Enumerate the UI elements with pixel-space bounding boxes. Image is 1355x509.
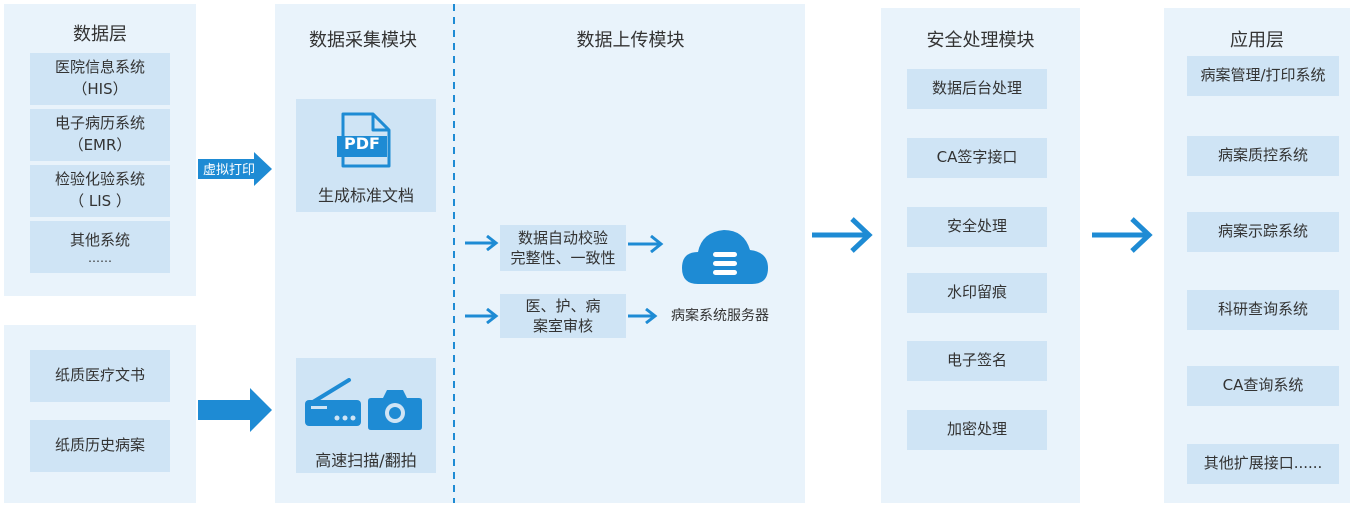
app-item-label: CA查询系统 (1222, 376, 1304, 395)
app-item: 病案质控系统 (1187, 136, 1339, 176)
app-item: CA查询系统 (1187, 366, 1339, 406)
security-item: 水印留痕 (907, 273, 1047, 313)
cloud-server-icon (682, 230, 768, 284)
data-layer-title: 数据层 (73, 24, 127, 45)
auto-verify-box: 数据自动校验 完整性、一致性 (500, 225, 626, 271)
security-item-label: 水印留痕 (946, 283, 1007, 302)
security-item: 电子签名 (907, 341, 1047, 381)
security-item: 数据后台处理 (907, 69, 1047, 109)
verify-line1: 数据自动校验 (517, 228, 608, 247)
paper-label: 纸质医疗文书 (54, 366, 145, 385)
app-item: 科研查询系统 (1187, 290, 1339, 330)
security-item: 安全处理 (907, 207, 1047, 247)
pdf-icon (337, 112, 391, 168)
paper-arrow (198, 388, 272, 432)
to-security-arrow (812, 217, 873, 253)
system-name: 检验化验系统 (54, 170, 145, 189)
app-item-label: 病案示踪系统 (1217, 222, 1308, 241)
server-label: 病案系统服务器 (671, 308, 769, 324)
verify-in-arrow (465, 235, 499, 251)
app-item-label: 病案质控系统 (1217, 146, 1308, 165)
security-item-label: 电子签名 (946, 351, 1007, 370)
system-sub: …… (88, 250, 112, 265)
security-module-title: 安全处理模块 (926, 30, 1035, 51)
security-item-label: 安全处理 (946, 217, 1007, 236)
app-item-label: 其他扩展接口...... (1203, 454, 1323, 473)
camera-icon (368, 390, 422, 430)
virtual-print-label: 虚拟打印 (202, 163, 255, 178)
scan-label: 高速扫描/翻拍 (315, 451, 417, 470)
app-item: 病案示踪系统 (1187, 212, 1339, 252)
verify-out-arrow (628, 235, 664, 253)
verify-line2: 完整性、一致性 (510, 249, 616, 267)
app-item: 病案管理/打印系统 (1187, 56, 1339, 96)
system-sub: （ LIS ） (69, 192, 131, 210)
system-lis: 检验化验系统 （ LIS ） (30, 165, 170, 217)
pdf-text: PDF (344, 134, 380, 153)
scanner-icon (305, 378, 361, 426)
system-emr: 电子病历系统 （EMR） (30, 109, 170, 161)
app-item: 其他扩展接口...... (1187, 444, 1339, 484)
app-item-label: 科研查询系统 (1217, 300, 1308, 319)
system-sub: （HIS） (72, 80, 128, 98)
security-item: CA签字接口 (907, 138, 1047, 178)
module-divider (453, 4, 455, 503)
security-item-label: 加密处理 (946, 420, 1007, 439)
review-in-arrow (465, 308, 499, 324)
review-box: 医、护、病 案室审核 (500, 294, 626, 338)
system-name: 其他系统 (69, 231, 130, 250)
virtual-print-arrow (198, 152, 272, 186)
system-sub: （EMR） (68, 136, 132, 154)
system-name: 电子病历系统 (54, 114, 145, 133)
app-layer-title: 应用层 (1230, 30, 1284, 51)
app-item-label: 病案管理/打印系统 (1200, 66, 1326, 85)
paper-label: 纸质历史病案 (54, 436, 145, 455)
to-app-arrow (1092, 217, 1153, 253)
system-his: 医院信息系统 （HIS） (30, 53, 170, 105)
generate-doc-label: 生成标准文档 (317, 186, 414, 205)
collect-module-title: 数据采集模块 (309, 30, 417, 51)
security-item: 加密处理 (907, 410, 1047, 450)
system-other: 其他系统 …… (30, 221, 170, 273)
security-item-label: 数据后台处理 (931, 79, 1022, 98)
security-item-label: CA签字接口 (936, 148, 1018, 167)
paper-medical-docs: 纸质医疗文书 (30, 350, 170, 402)
review-line2: 案室审核 (532, 317, 593, 335)
upload-module-title: 数据上传模块 (576, 30, 685, 51)
system-name: 医院信息系统 (54, 58, 145, 77)
review-line1: 医、护、病 (525, 296, 601, 315)
review-out-arrow (628, 308, 658, 324)
paper-history-records: 纸质历史病案 (30, 420, 170, 472)
